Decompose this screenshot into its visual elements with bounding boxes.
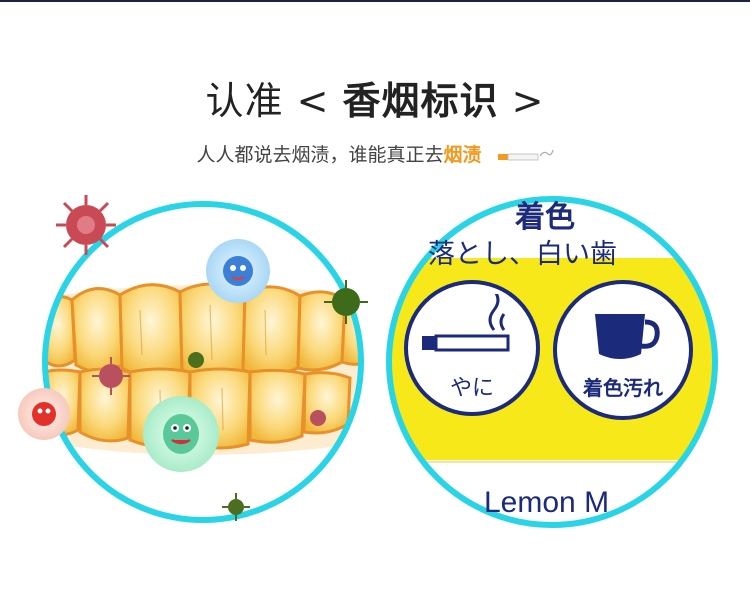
page-subtitle: 人人都说去烟渍，谁能真正去烟渍	[0, 140, 750, 167]
subtitle-text: 人人都说去烟渍，谁能真正去	[196, 144, 444, 166]
germ-bottom-green-icon	[222, 493, 250, 521]
title-close-bracket: >	[511, 79, 545, 123]
right-circle-border	[386, 196, 718, 528]
stained-teeth-panel	[42, 201, 364, 523]
germ-blue-bubble	[206, 239, 270, 303]
cigarette-smoke-icon	[422, 294, 510, 352]
label-line-text: 落とし、白い歯	[428, 239, 617, 270]
stain-icon-badge: 着色汚れ	[553, 280, 693, 420]
label-bottom-text: Lemon M	[484, 486, 610, 519]
title-prefix: 认准	[205, 79, 284, 123]
stain-icon-label: 着色汚れ	[583, 376, 663, 400]
germ-green-bubble	[143, 396, 219, 472]
coffee-cup-icon	[595, 314, 660, 359]
tar-icon-label: やに	[449, 376, 494, 401]
virus-pink-icon	[92, 357, 130, 395]
label-top-partial-text: 着色	[515, 200, 575, 235]
title-open-bracket: <	[296, 79, 330, 123]
germ-small-green-icon	[188, 352, 204, 368]
virus-small-pink-icon	[310, 410, 326, 426]
virus-red-icon	[56, 195, 116, 255]
teeth-illustration	[45, 282, 361, 455]
page-title: 认准 < 香烟标识 >	[0, 70, 750, 125]
title-emphasis: 香烟标识	[342, 79, 499, 123]
subtitle-highlight: 烟渍	[443, 144, 482, 166]
top-border-line	[0, 0, 750, 2]
germ-dark-green-icon	[324, 280, 368, 324]
left-circle-border	[42, 201, 364, 523]
germ-red-bubble	[18, 388, 70, 440]
tar-icon-badge: やに	[404, 280, 540, 416]
cigarette-icon	[497, 149, 554, 160]
